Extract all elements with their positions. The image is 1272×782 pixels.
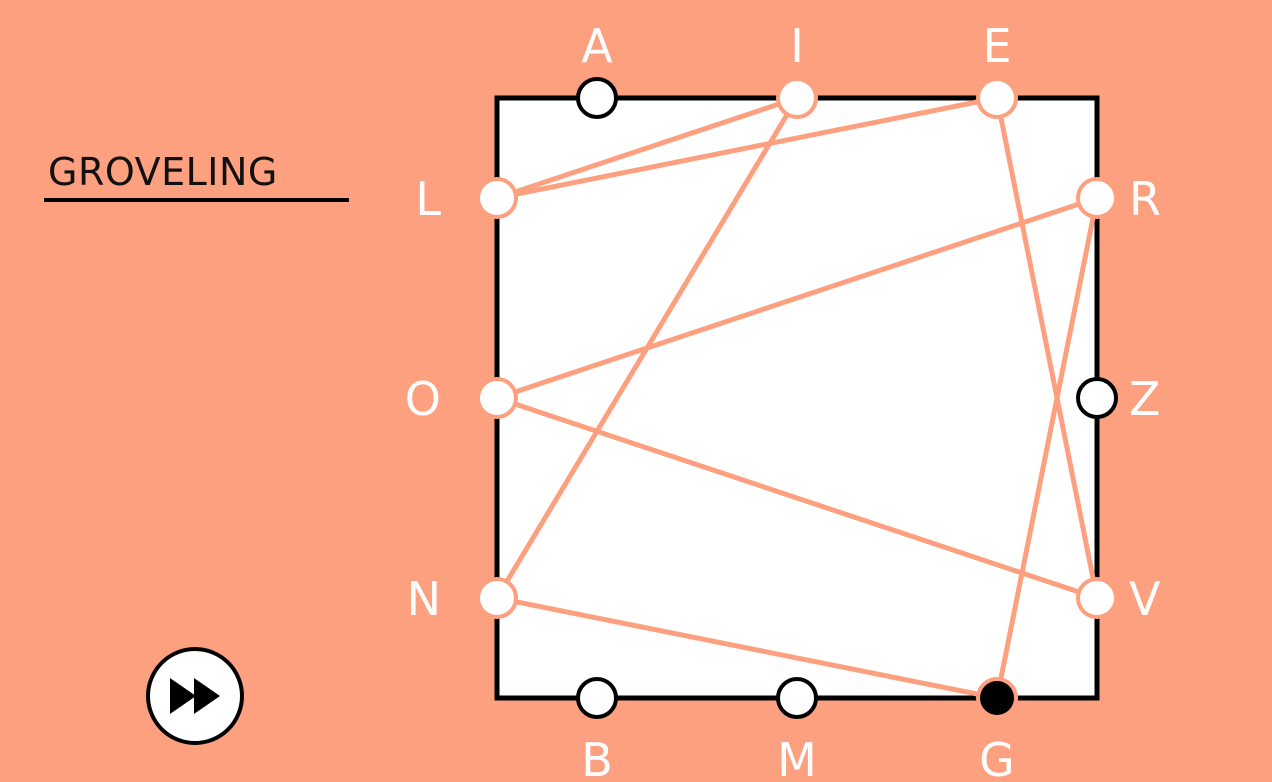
puzzle-square xyxy=(494,95,1100,701)
word-underline xyxy=(44,198,349,202)
current-word-area: GROVELING xyxy=(44,150,349,202)
path-segment-g-r xyxy=(994,197,1100,699)
letter-label-g: G xyxy=(979,733,1015,782)
letter-node-l[interactable] xyxy=(476,177,518,219)
letter-label-m: M xyxy=(777,733,817,782)
path-segment-e-l xyxy=(496,95,998,201)
letter-node-e[interactable] xyxy=(976,77,1018,119)
letter-node-m[interactable] xyxy=(776,677,818,719)
letter-label-b: B xyxy=(581,733,613,782)
letter-node-o[interactable] xyxy=(476,377,518,419)
letter-node-i[interactable] xyxy=(776,77,818,119)
fast-forward-icon xyxy=(170,678,220,714)
letter-node-r[interactable] xyxy=(1076,177,1118,219)
letter-node-g[interactable] xyxy=(976,677,1018,719)
letter-label-v: V xyxy=(1129,572,1161,626)
path-segment-i-n xyxy=(494,96,800,600)
letter-label-l: L xyxy=(415,172,441,226)
letter-label-i: I xyxy=(790,19,804,73)
letter-labels: A I E B M G L O N R Z V xyxy=(405,19,1161,782)
letter-nodes xyxy=(476,77,1118,719)
word-path xyxy=(494,95,1100,701)
letter-node-z[interactable] xyxy=(1076,377,1118,419)
path-segment-n-g xyxy=(496,595,998,701)
letter-label-r: R xyxy=(1129,172,1161,226)
letter-node-v[interactable] xyxy=(1076,577,1118,619)
letter-node-a[interactable] xyxy=(576,77,618,119)
letter-node-b[interactable] xyxy=(576,677,618,719)
fast-forward-button[interactable] xyxy=(146,647,244,745)
path-segment-r-o xyxy=(496,195,1098,401)
current-word: GROVELING xyxy=(48,150,278,194)
path-segment-v-e xyxy=(994,97,1100,599)
letter-label-n: N xyxy=(407,572,441,626)
path-segment-l-i xyxy=(496,95,798,201)
letter-label-z: Z xyxy=(1129,372,1161,426)
letter-node-n[interactable] xyxy=(476,577,518,619)
letter-label-a: A xyxy=(581,19,613,73)
letter-label-e: E xyxy=(982,19,1011,73)
letter-label-o: O xyxy=(405,372,441,426)
